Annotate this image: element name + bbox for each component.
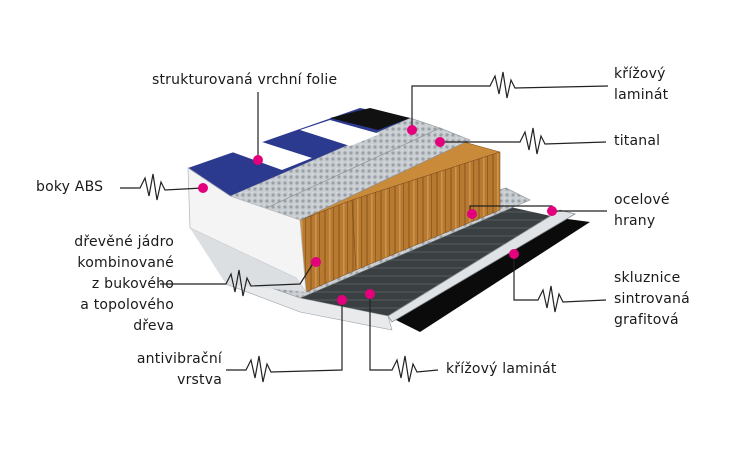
leader-cross-laminate-bottom bbox=[369, 294, 439, 383]
marker-antivibration bbox=[337, 295, 347, 305]
leader-abs bbox=[120, 173, 204, 201]
topsheet-stripe-2 bbox=[300, 120, 380, 146]
marker-titanal bbox=[435, 137, 445, 147]
wood-core-block bbox=[351, 151, 501, 271]
leader-antivibration bbox=[226, 300, 343, 383]
label-abs-sides: boky ABS bbox=[36, 179, 104, 195]
base-layer-surface bbox=[300, 198, 560, 316]
label-steel-edges: ocelové hrany bbox=[614, 192, 670, 229]
label-topsheet: strukturovaná vrchní folie bbox=[152, 72, 338, 88]
label-titanal: titanal bbox=[614, 133, 661, 149]
leader-titanal bbox=[440, 127, 607, 155]
ski-model bbox=[187, 108, 590, 332]
marker-steel-edges bbox=[547, 206, 557, 216]
label-antivibration: antivibrační vrstva bbox=[136, 351, 222, 388]
marker-cross-laminate-top bbox=[407, 125, 417, 135]
markers bbox=[198, 125, 557, 305]
label-base: skluznice sintrovaná grafitová bbox=[614, 270, 690, 328]
marker-bottom-laminate bbox=[467, 209, 477, 219]
steel-edge-strip bbox=[387, 209, 577, 323]
label-wood-core: dřevěné jádro kombinované z bukového a t… bbox=[74, 234, 174, 334]
marker-abs bbox=[198, 183, 208, 193]
marker-base bbox=[509, 249, 519, 259]
leader-wood-core bbox=[160, 261, 315, 297]
abs-sidewall-bottom bbox=[190, 228, 306, 292]
marker-cross-laminate-bottom bbox=[365, 289, 375, 299]
marker-wood-core bbox=[311, 257, 321, 267]
leader-base bbox=[513, 254, 607, 313]
leader-cross-laminate-top bbox=[411, 71, 609, 130]
label-cross-laminate-top: křížový laminát bbox=[614, 66, 669, 103]
topsheet-stripe-3 bbox=[330, 108, 410, 130]
marker-topsheet bbox=[253, 155, 263, 165]
base-layer-black bbox=[388, 218, 590, 332]
label-cross-laminate-bottom: křížový laminát bbox=[446, 361, 557, 377]
topsheet-stripe-1 bbox=[232, 142, 312, 170]
